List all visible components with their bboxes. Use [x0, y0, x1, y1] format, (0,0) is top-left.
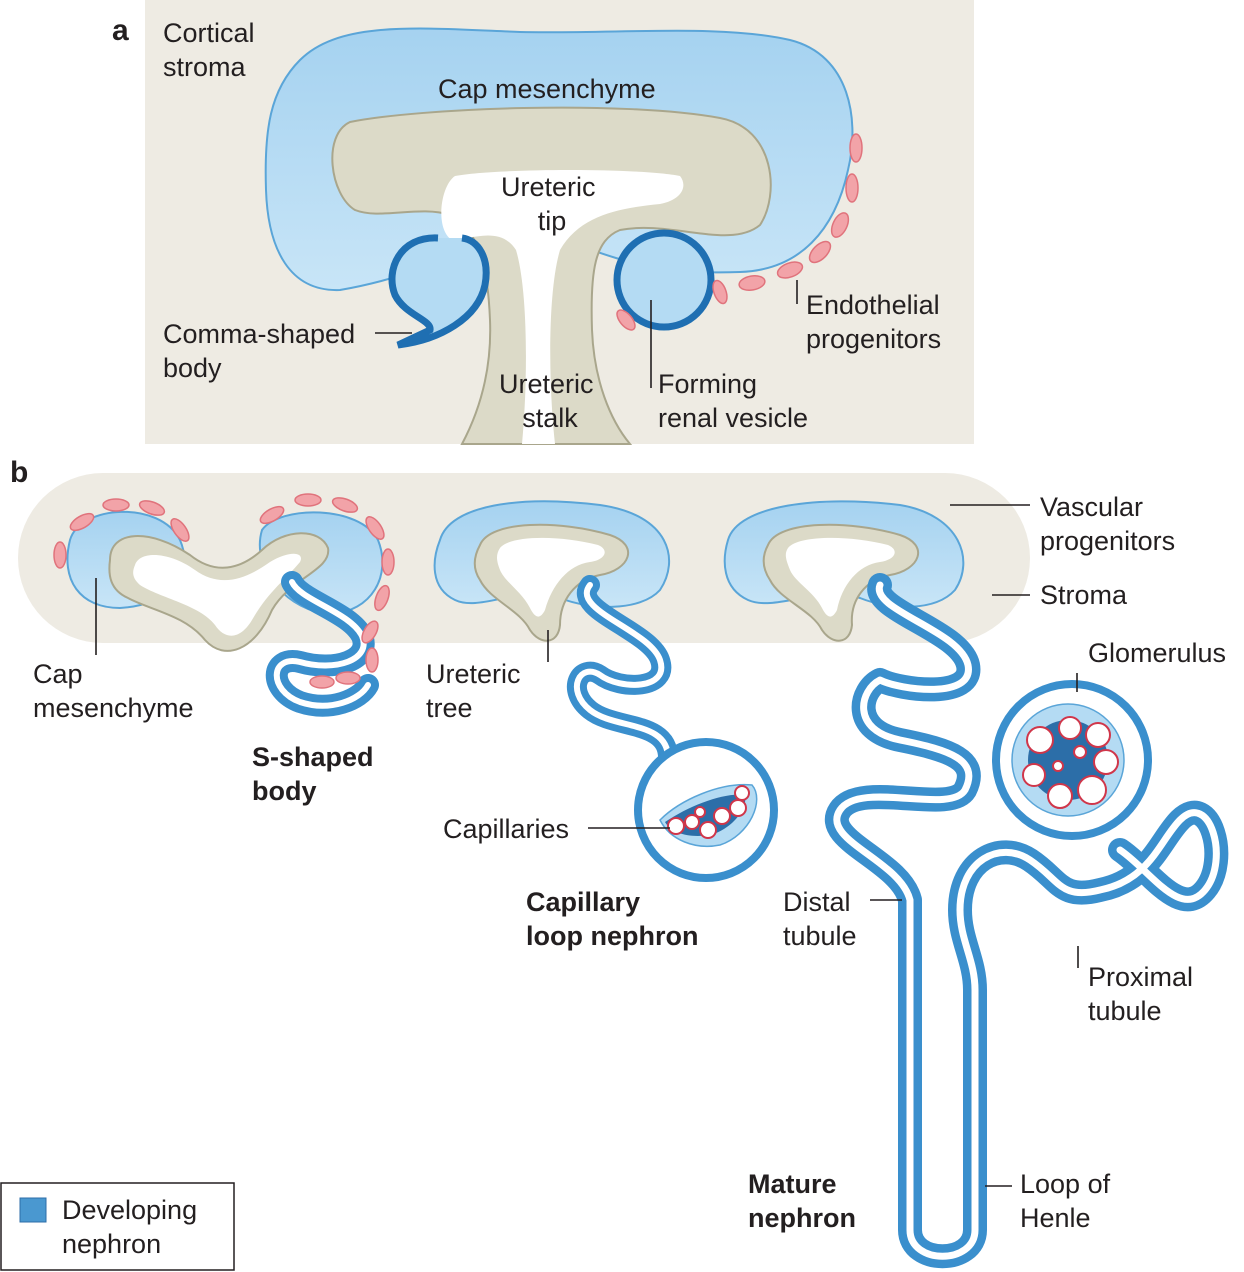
stage-capillary-loop: [433, 500, 778, 882]
endothelial-progenitors: [616, 133, 863, 331]
label-loop-of-henle: Loop of Henle: [1020, 1169, 1118, 1233]
label-distal-tubule: Distal tubule: [783, 887, 858, 951]
vascular-progenitors-1: [53, 493, 395, 689]
label-cortical-stroma: Cortical stroma: [163, 18, 262, 82]
glomerulus-capillaries: [1022, 716, 1119, 809]
legend-label: Developing nephron: [62, 1195, 205, 1259]
label-glomerulus: Glomerulus: [1088, 638, 1226, 668]
ureteric-lumen: [441, 170, 684, 444]
panel-a: a Cortical stroma Cap mese: [112, 0, 974, 445]
stage-mature-nephron: [723, 500, 1229, 1269]
comma-shaped-body: [388, 234, 490, 349]
ureteric-lumen-2: [497, 537, 605, 617]
label-cap-mesenchyme-a: Cap mesenchyme: [438, 74, 656, 104]
label-ureteric-tip: Ureteric tip: [501, 172, 603, 236]
label-cap-mesenchyme-b: Cap mesenchyme: [33, 659, 194, 723]
mature-tubule-lumen: [833, 581, 1220, 1260]
s-shaped-body-lumen: [273, 579, 371, 709]
legend-swatch: [19, 1197, 47, 1223]
panel-a-letter: a: [112, 14, 129, 47]
label-endothelial-progenitors: Endothelial progenitors: [806, 290, 947, 354]
label-forming-renal-vesicle: Forming renal vesicle: [658, 369, 808, 433]
label-ureteric-stalk: Ureteric stalk: [499, 369, 601, 433]
renal-vesicle: [613, 229, 715, 331]
capillaries-2: [667, 785, 750, 839]
legend: Developing nephron: [0, 1182, 235, 1271]
label-comma-shaped-body: Comma-shaped body: [163, 319, 363, 383]
label-capillary-loop-nephron: Capillary loop nephron: [526, 887, 698, 951]
ureteric-lumen-1: [133, 553, 301, 636]
ureteric-lumen-3: [785, 537, 895, 617]
label-mature-nephron: Mature nephron: [748, 1169, 856, 1233]
label-ureteric-tree: Ureteric tree: [426, 659, 528, 723]
label-capillaries: Capillaries: [443, 814, 569, 844]
panel-b-letter: b: [10, 456, 28, 489]
label-vascular-progenitors: Vascular progenitors: [1040, 492, 1175, 556]
stage-s-shaped: [53, 493, 395, 717]
label-proximal-tubule: Proximal tubule: [1088, 962, 1201, 1026]
label-s-shaped-body: S-shaped body: [252, 742, 381, 806]
label-stroma: Stroma: [1040, 580, 1128, 610]
panel-b: b: [10, 456, 1229, 1269]
